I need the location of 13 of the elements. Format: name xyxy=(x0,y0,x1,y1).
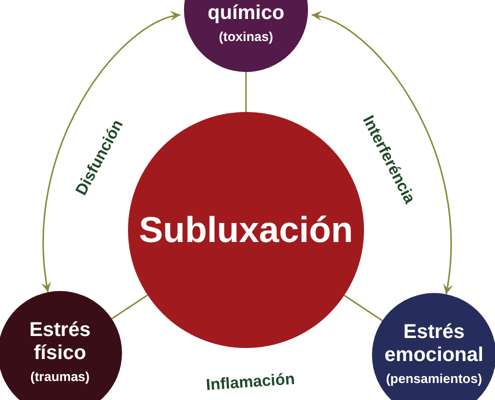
node-subtitle: (pensamientos) xyxy=(386,370,482,388)
node-subtitle: (traumas) xyxy=(30,368,90,386)
node-title: químico xyxy=(208,2,284,25)
node-title: Estrés físico xyxy=(28,319,92,365)
curved-arrow xyxy=(311,12,452,294)
curved-arrow xyxy=(42,12,181,292)
node-title: Subluxación xyxy=(138,209,354,251)
relation-label: Inflamación xyxy=(204,370,295,396)
node-title: Estrés emocional xyxy=(384,321,484,367)
connector-line xyxy=(344,294,383,322)
node-subtitle: (toxinas) xyxy=(218,28,274,46)
connector-line xyxy=(245,72,247,112)
connector-line xyxy=(111,294,148,320)
